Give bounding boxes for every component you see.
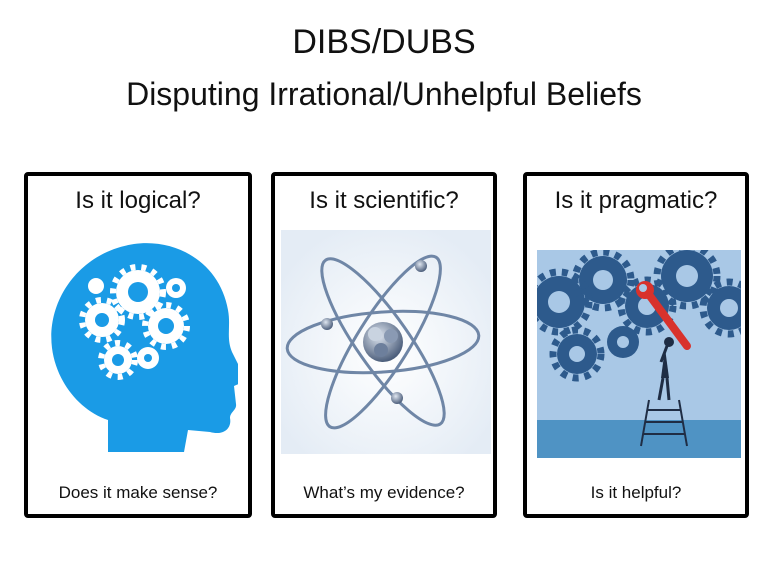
card-answer: Does it make sense? <box>58 483 218 502</box>
head-with-gears-icon <box>51 243 238 452</box>
gears-wrench-ladder-icon <box>537 250 741 458</box>
slide-title: DIBS/DUBS <box>292 23 476 61</box>
card-logical: Is it logical? Does it make sense? <box>24 172 252 518</box>
card-question: Is it logical? <box>75 187 201 214</box>
slide-subtitle: Disputing Irrational/Unhelpful Beliefs <box>126 76 642 112</box>
card-question: Is it pragmatic? <box>554 187 718 214</box>
card-answer: Is it helpful? <box>590 483 682 502</box>
atom-icon <box>281 230 491 454</box>
card-pragmatic: Is it pragmatic? <box>523 172 749 518</box>
card-scientific: Is it scientific? What’s my evidence? <box>271 172 497 518</box>
card-answer: What’s my evidence? <box>303 483 465 502</box>
card-question: Is it scientific? <box>309 187 459 214</box>
